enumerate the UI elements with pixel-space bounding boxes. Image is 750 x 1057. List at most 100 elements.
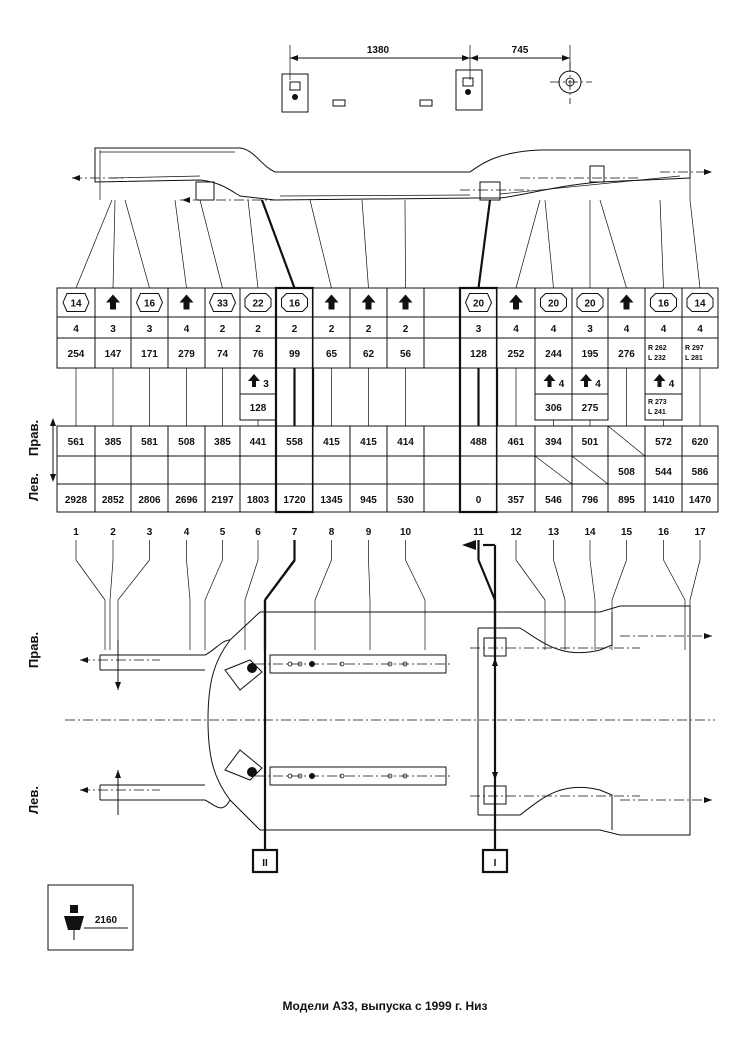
dist-11: 0: [476, 495, 482, 506]
right-13: 394: [545, 437, 562, 448]
qty-4: 4: [184, 324, 190, 335]
label-left-upper: Лев.: [26, 473, 41, 501]
right-2: 385: [105, 437, 122, 448]
up-arrow-icon: [248, 374, 260, 387]
bolt-size-7: 16: [289, 299, 301, 310]
up-arrow-icon: [324, 294, 339, 310]
dist-15: 895: [618, 495, 635, 506]
qty-2: 3: [110, 324, 116, 335]
svg-text:I: I: [494, 858, 497, 869]
oct-bolt-icon: [540, 293, 567, 312]
qty-11: 3: [476, 324, 482, 335]
table-gap-cell: [423, 337, 461, 369]
left-16: 544: [655, 467, 672, 478]
bolt-size-13: 20: [548, 299, 560, 310]
qty-9: 2: [366, 324, 372, 335]
right-6: 441: [250, 437, 267, 448]
torque-12: 252: [508, 349, 525, 360]
ext-val-14: 275: [582, 403, 599, 414]
torque-r-16: R 262: [648, 345, 667, 352]
label-left-lower: Лев.: [26, 786, 41, 814]
torque-l-16: L 232: [648, 355, 666, 362]
ext-r-16: R 273: [648, 399, 667, 406]
torque-4: 279: [178, 349, 195, 360]
qty-15: 4: [624, 324, 630, 335]
up-arrow-icon: [106, 294, 120, 310]
oct-bolt-icon: [650, 293, 677, 312]
up-arrow-icon: [509, 294, 523, 310]
qty-10: 2: [403, 324, 409, 335]
table-gap-cell: [423, 287, 461, 318]
dist-17: 1470: [689, 495, 712, 506]
qty-8: 2: [329, 324, 335, 335]
bolt-size-5: 33: [217, 299, 229, 310]
dist-9: 945: [360, 495, 377, 506]
torque-13: 244: [545, 349, 562, 360]
torque-l-17: L 281: [685, 355, 703, 362]
upper-leader-lines: [75, 199, 701, 426]
ext-qty-6: 3: [263, 379, 269, 390]
datum-marker-2: II: [251, 848, 279, 874]
oct-bolt-icon: [686, 293, 714, 312]
right-7: 558: [286, 437, 303, 448]
right-16: 572: [655, 437, 672, 448]
qty-3: 3: [147, 324, 153, 335]
up-arrow-icon: [580, 374, 592, 387]
column-number-4: 4: [184, 527, 190, 538]
dist-5: 2197: [211, 495, 234, 506]
qty-6: 2: [255, 324, 261, 335]
dist-10: 530: [397, 495, 414, 506]
torque-5: 74: [217, 349, 229, 360]
dist-4: 2696: [175, 495, 198, 506]
hex-bolt-icon: [135, 293, 164, 312]
left-15: 508: [618, 467, 635, 478]
hex-bolt-icon: [208, 293, 237, 312]
up-arrow-icon: [619, 294, 634, 310]
measurement-table: 1442545612928131473852852216317158128063…: [56, 286, 719, 538]
bolt-size-17: 14: [694, 299, 706, 310]
label-right-upper: Прав.: [26, 420, 41, 456]
torque-14: 195: [582, 349, 599, 360]
qty-1: 4: [73, 324, 79, 335]
column-number-12: 12: [510, 527, 522, 538]
lower-leader-lines: [75, 540, 701, 650]
qty-17: 4: [697, 324, 703, 335]
qty-13: 4: [551, 324, 557, 335]
column-number-10: 10: [400, 527, 412, 538]
dim-1380: 1380: [367, 45, 390, 56]
ext-qty-16: 4: [669, 379, 675, 390]
column-number-3: 3: [147, 527, 153, 538]
right-1: 561: [68, 437, 85, 448]
right-3: 581: [141, 437, 158, 448]
height-reference-box: 2160: [47, 884, 134, 951]
bolt-size-6: 22: [252, 299, 264, 310]
height-ref-value: 2160: [95, 915, 118, 926]
side-arrow-icon: [50, 418, 56, 482]
column-number-13: 13: [548, 527, 560, 538]
up-arrow-icon: [653, 374, 666, 387]
table-gap-cell: [423, 483, 461, 513]
torque-6: 76: [252, 349, 264, 360]
right-12: 461: [508, 437, 525, 448]
dist-8: 1345: [320, 495, 343, 506]
svg-text:II: II: [262, 858, 268, 869]
right-10: 414: [397, 437, 414, 448]
table-gap-cell: [423, 316, 461, 339]
bolt-size-1: 14: [70, 299, 82, 310]
torque-1: 254: [68, 349, 85, 360]
dim-745: 745: [512, 45, 529, 56]
up-arrow-icon: [361, 294, 376, 310]
qty-7: 2: [292, 324, 298, 335]
oct-bolt-icon: [576, 293, 604, 312]
right-17: 620: [692, 437, 709, 448]
